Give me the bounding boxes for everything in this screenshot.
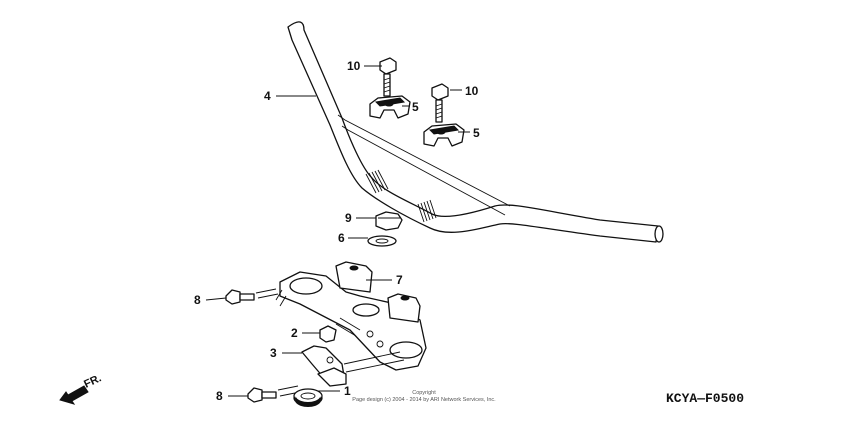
callout-7: 7 — [396, 273, 403, 287]
washer — [367, 235, 397, 247]
callout-10-left: 10 — [347, 59, 361, 73]
knurl-left — [365, 169, 389, 194]
cable-guide — [301, 345, 405, 387]
callout-10-right: 10 — [465, 84, 479, 98]
callout-6: 6 — [338, 231, 345, 245]
pinch-bolt-upper — [225, 288, 279, 305]
copyright-line-1: Copyright — [412, 390, 436, 396]
diagram-code: KCYA—F0500 — [666, 391, 744, 406]
handlebar-holder-bolt-left — [379, 57, 397, 97]
handlebar-holder-bolt-right — [431, 83, 449, 123]
callout-5-left: 5 — [412, 100, 419, 114]
handlebar — [287, 21, 664, 243]
copyright-line-2: Page design (c) 2004 - 2014 by ARI Netwo… — [352, 397, 496, 403]
front-direction-arrow: FR. — [59, 372, 103, 405]
handlebar-upper-holder-left — [369, 95, 411, 119]
callout-2: 2 — [291, 326, 298, 340]
top-bridge — [275, 261, 427, 371]
steering-stem-nut — [375, 211, 403, 231]
handlebar-upper-holder-right — [423, 123, 465, 147]
dust-seal — [293, 388, 323, 407]
callout-8-lower: 8 — [216, 389, 223, 403]
callout-3: 3 — [270, 346, 277, 360]
front-direction-label: FR. — [82, 372, 103, 390]
callout-4: 4 — [264, 89, 271, 103]
pinch-bolt-lower — [247, 385, 301, 403]
callout-1: 1 — [344, 384, 351, 398]
callout-9: 9 — [345, 211, 352, 225]
knurl-right — [417, 199, 437, 223]
callout-8-upper: 8 — [194, 293, 201, 307]
collar — [319, 325, 337, 343]
callout-5-right: 5 — [473, 126, 480, 140]
